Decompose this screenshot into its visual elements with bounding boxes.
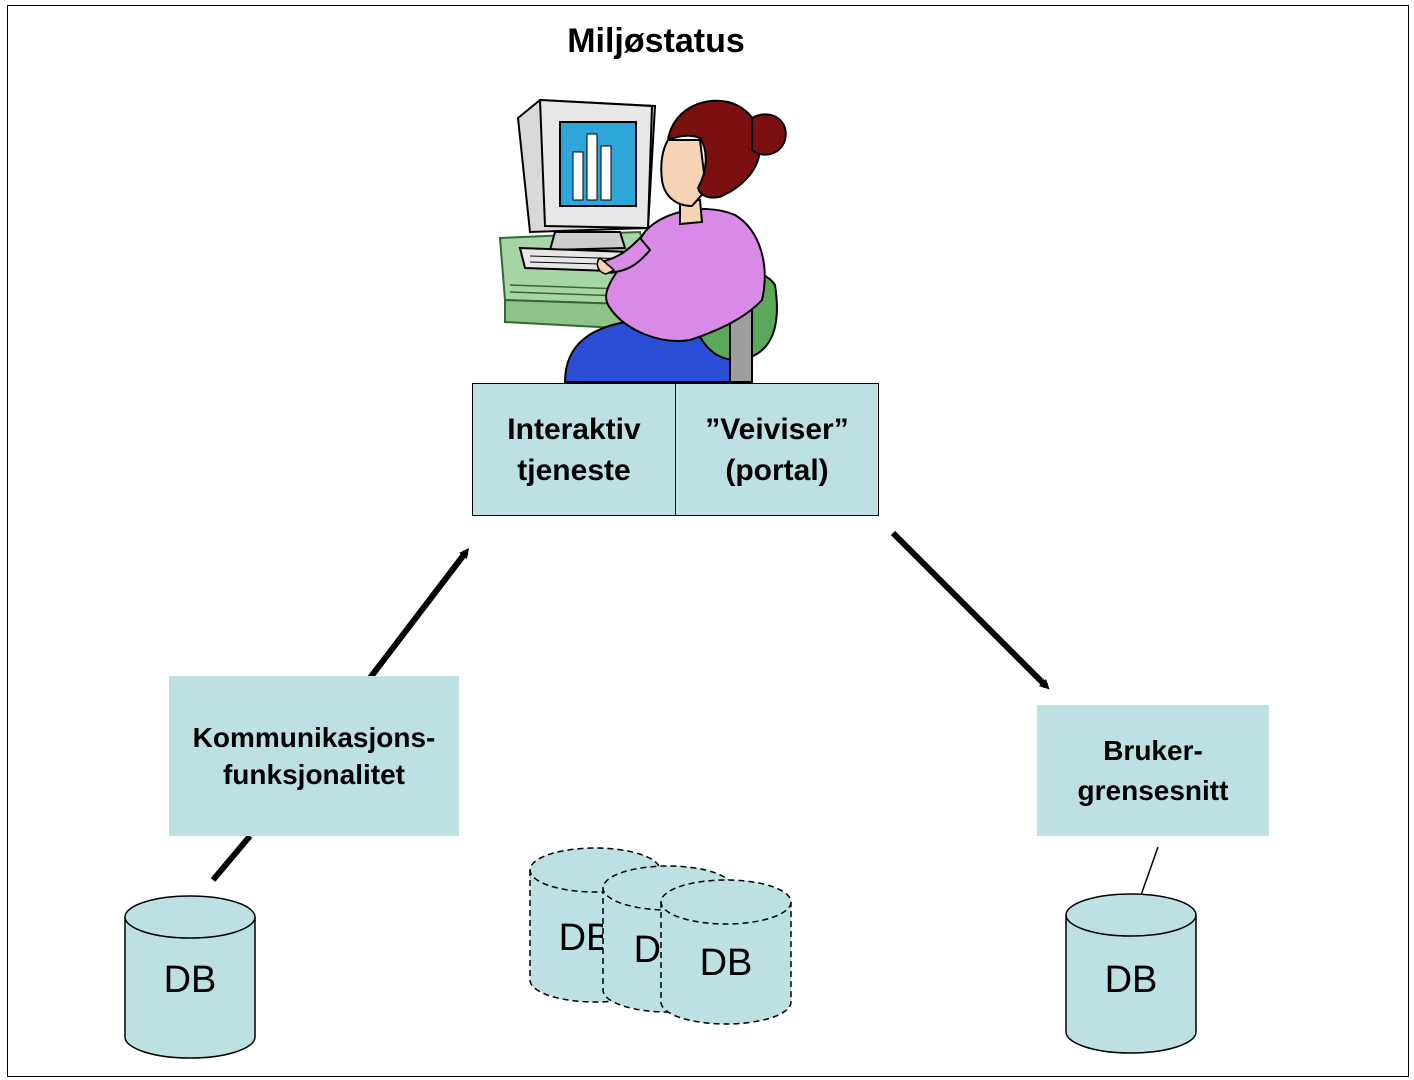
arrow-db-to-comm	[210, 834, 253, 882]
interactive-service-label: Interaktiv tjeneste	[507, 412, 641, 487]
person-at-computer-icon	[498, 98, 787, 383]
portal-guide-label: ”Veiviser” (portal)	[705, 412, 849, 487]
portal-guide-box: ”Veiviser” (portal)	[675, 383, 879, 516]
arrow-comm-to-portal	[367, 548, 470, 680]
database-left: DB	[124, 895, 256, 1059]
interactive-service-box: Interaktiv tjeneste	[472, 383, 676, 516]
db-label-right: DB	[1105, 959, 1158, 1001]
communication-functionality-box: Kommunikasjons- funksjonalitet	[169, 676, 459, 836]
slide-frame	[7, 5, 1409, 1077]
connector-ui-to-db	[1139, 846, 1159, 899]
database-right: DB	[1065, 893, 1197, 1054]
arrow-portal-to-ui	[890, 530, 1050, 690]
communication-functionality-label: Kommunikasjons- funksjonalitet	[192, 722, 436, 790]
db-label-left: DB	[164, 959, 217, 1001]
user-interface-box: Bruker- grensesnitt	[1037, 705, 1269, 836]
db-label-middle-front: DB	[700, 942, 753, 984]
page-title: Miljøstatus	[567, 22, 745, 60]
database-middle-front: DB	[660, 879, 792, 1025]
user-interface-label: Bruker- grensesnitt	[1077, 734, 1229, 806]
